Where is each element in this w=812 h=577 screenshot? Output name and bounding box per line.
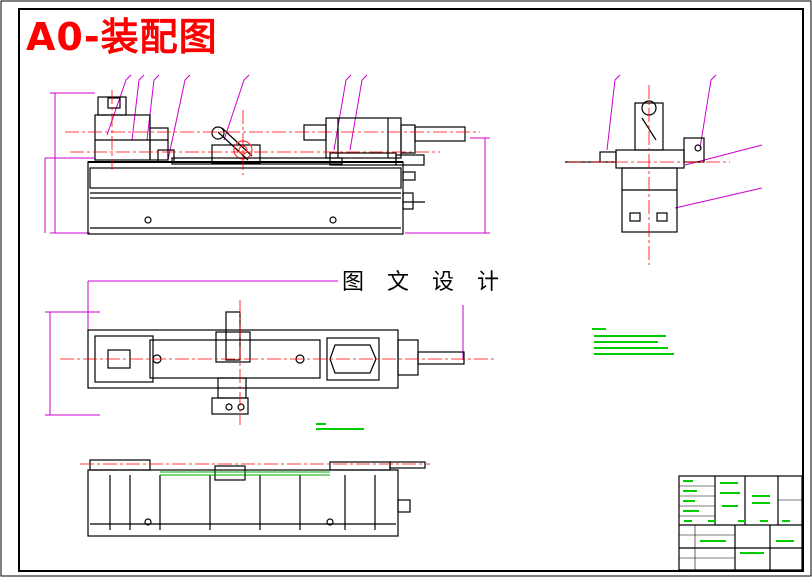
title-block [678,475,803,571]
watermark-text: 图 文 设 计 [338,270,511,297]
drawing-title: A0-装配图 [26,15,218,59]
side-view [565,74,763,265]
technical-notes [316,328,674,430]
front-view [44,74,490,235]
bottom-view [80,459,430,537]
top-view [45,280,495,425]
